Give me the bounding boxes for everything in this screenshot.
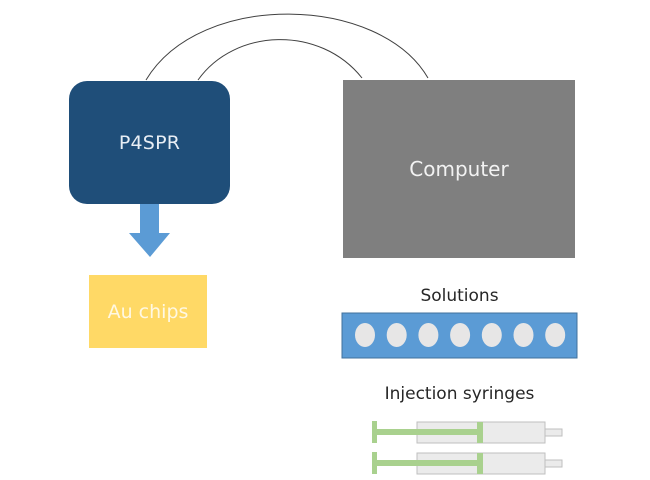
au-chips-label: Au chips bbox=[107, 300, 189, 323]
au-chips-box: Au chips bbox=[89, 275, 207, 348]
p4spr-label: P4SPR bbox=[118, 131, 181, 154]
solution-well bbox=[481, 323, 502, 347]
solution-well bbox=[355, 323, 375, 347]
cable-outer bbox=[145, 13, 429, 81]
syringe bbox=[372, 452, 563, 475]
p4spr-device: P4SPR bbox=[69, 81, 230, 204]
cable-inner bbox=[197, 39, 363, 81]
solution-well bbox=[418, 323, 439, 347]
computer-label: Computer bbox=[409, 157, 509, 181]
solution-well bbox=[513, 323, 534, 347]
injection-syringes-label: Injection syringes bbox=[384, 384, 535, 404]
computer-box: Computer bbox=[343, 80, 575, 258]
solution-well bbox=[545, 323, 566, 347]
solution-well bbox=[450, 323, 471, 347]
syringe bbox=[372, 421, 563, 444]
injection-syringes bbox=[372, 421, 563, 475]
solutions-tray bbox=[341, 312, 578, 359]
solution-well bbox=[386, 323, 407, 347]
solutions-label: Solutions bbox=[420, 286, 499, 306]
